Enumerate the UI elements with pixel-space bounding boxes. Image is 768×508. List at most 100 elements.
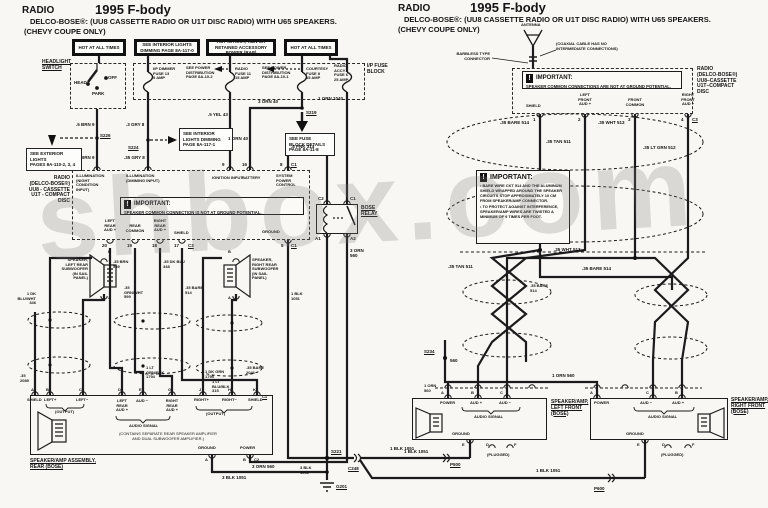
amp-rightplus-label: RIGHT+ <box>194 397 209 402</box>
wire-label: .35 LT GRN 512 <box>643 145 676 150</box>
note-bullet-2: • TO PROTECT AGAINST INTERFERENCE, SPEAK… <box>480 204 559 220</box>
radio-out-fcommon: FRONT COMMON <box>625 97 645 107</box>
ref-interior-lights: SEE INTERIOR LIGHTS DIMMING PAGE 8A-117-… <box>179 128 233 151</box>
wire-label: .35 DK BLU 348 <box>163 259 185 269</box>
splice-s224: S224 <box>128 145 139 150</box>
amp-shield2-label: SHIELD <box>248 397 263 402</box>
headlight-switch-label: HEADLIGHT SWITCH <box>42 59 72 71</box>
bose-relay-box <box>316 204 358 234</box>
see-power-dist-2: SEE POWER DISTRIBUTION PAGE 8A-10-1 <box>262 65 291 80</box>
wire-label: .35 WHT 513 <box>598 120 625 125</box>
wire-label: 1 LT BLU/BLK 315 <box>212 379 230 394</box>
wire-label: 3 ORN 560 <box>350 248 364 259</box>
amp-audminus-label: AUD − <box>136 398 149 403</box>
important-box-left: !IMPORTANT: SPEAKER COMMON CONNECTION IS… <box>120 197 304 215</box>
amp-rf-pin-f: F <box>692 442 695 447</box>
connector-icons <box>353 453 616 483</box>
amp-audio-signal-label: AUDIO SIGNAL <box>129 423 159 428</box>
conn-p500: P500 <box>450 462 461 467</box>
radio-out-lr: LEFT REAR AUD + <box>103 218 117 233</box>
amp-lf-power: POWER <box>440 400 456 405</box>
radio-out-rf: RIGHT FRONT AUD + <box>681 92 695 107</box>
wire-label: 560 <box>450 358 458 363</box>
splice-dots <box>48 106 637 474</box>
conn-c1: C1 <box>291 162 297 167</box>
radio-in-syspower: SYSTEM POWER CONTROL <box>276 173 296 188</box>
wire-label: 1 BLK 1051 <box>404 449 429 454</box>
wire-label: .35 GRN/WHT 599 <box>124 285 144 300</box>
amp-pin-j: J <box>199 387 202 392</box>
wire-label: 1 ORN 1040 <box>318 96 344 101</box>
splice-arrows <box>48 66 308 146</box>
banner-hot2: HOT AT ALL TIMES <box>284 39 338 56</box>
radio-name-right: RADIO (DELCO-BOSE®) UU8–CASSETTE U1T–COM… <box>697 66 738 95</box>
relay-pin-c2: C2 <box>318 196 324 201</box>
amp-lf-audplus: AUD + <box>470 400 483 405</box>
amp-contains-note: (CONTAINS SEPARATE REAR SPEAKER AMPLIFIE… <box>119 431 217 441</box>
radio-out-lf: LEFT FRONT AUD + <box>578 92 592 107</box>
wire-label: .35 BARE 514 <box>185 285 204 295</box>
important-title: IMPORTANT: <box>536 75 573 82</box>
pin-19: 19 <box>127 243 133 248</box>
wire-label: 1 DK GRN 1795 <box>205 369 225 379</box>
wire-label: 1 BLK 1051 <box>536 468 561 473</box>
radio-out-shield: SHIELD <box>174 230 189 235</box>
speaker-lr-label: SPEAKER, LEFT REAR SUBWOOFER (IN SAIL PA… <box>61 257 88 281</box>
pin-2: 2 <box>578 117 581 122</box>
bose-relay-label: BOSE RELAY <box>361 205 378 217</box>
amp-conn-c2: C2 <box>254 457 260 462</box>
pin-9: 9 <box>222 162 225 167</box>
page-title-right: RADIO <box>398 3 431 14</box>
amp-pin-a: A <box>31 387 34 392</box>
ground-icon <box>320 482 334 492</box>
pin-4: 4 <box>681 117 684 122</box>
wire-label: 3 ORN 40 <box>258 99 279 104</box>
amp-ground-label: GROUND <box>198 445 216 450</box>
coax-note: (COAXIAL CABLE HAS NO INTERMEDIATE CONNE… <box>556 41 618 51</box>
amp-lf-pin-e: E <box>462 442 465 447</box>
radio-in-illum-night: ILLUMINATION (NIGHT CONDITION INPUT) <box>76 173 105 192</box>
amp-leftplus-label: LEFT+ <box>44 397 57 402</box>
speaker-icons <box>37 253 725 452</box>
radio-in-ground: GROUND <box>262 229 280 234</box>
wire-label: .35 TAN 511 <box>546 139 571 144</box>
pin-5: 5 <box>281 243 284 248</box>
pin-20: 20 <box>102 243 108 248</box>
splice-s221: S221 <box>331 449 342 454</box>
amp-rf-power: POWER <box>594 400 610 405</box>
amp-lf-audminus: AUD − <box>499 400 512 405</box>
wire-label: .35 BRN 589 <box>113 259 129 269</box>
important-box-right-note: !IMPORTANT: • BARE WIRE CKT 514 AND THE … <box>476 170 570 244</box>
pin-3: 3 <box>628 117 631 122</box>
wire-label: 1 ORN 560 <box>424 383 437 393</box>
amp-rf-ground: GROUND <box>626 431 644 436</box>
conn-c3-right: C3 <box>692 117 698 122</box>
wire-label: 1 LT GRN/BLK 1794 <box>146 365 165 380</box>
page-subtitle2-left: (CHEVY COUPE ONLY) <box>24 27 106 36</box>
amp-pin-g: G <box>168 387 172 392</box>
amp-conn-c1: C1 <box>262 394 268 399</box>
amp-pin-gnd: A <box>205 457 208 462</box>
fuse-radio-label: RADIO FUSE 11 15 AMP <box>235 66 252 81</box>
amp-rf-pin-c: C <box>646 390 649 395</box>
important-title: IMPORTANT: <box>490 173 533 181</box>
amp-lf-pin-d: D <box>486 442 489 447</box>
switch-pos-head: HEAD <box>74 80 87 85</box>
wire-label: .8 PNK 314 <box>291 144 315 149</box>
wire-label: .35 2089 <box>20 373 29 383</box>
warning-icon: ! <box>480 173 487 182</box>
amp-pin-c: C <box>79 387 82 392</box>
amp-rf-audio: AUDIO SIGNAL <box>648 414 678 419</box>
amp-rf-pin-a: A <box>590 390 593 395</box>
ground-g201: G201 <box>336 484 348 489</box>
amp-pin-b: B <box>46 387 49 392</box>
wire-label: .35 BARE 2046 <box>246 365 265 375</box>
see-power-dist-1: SEE POWER DISTRIBUTION PAGE 8A-10-2 <box>186 65 215 80</box>
radio-in-ignition: IGNITION INPUT <box>212 175 243 180</box>
warning-icon: ! <box>124 200 131 209</box>
note-bullet-1: • BARE WIRE CKT 514 AND THE ALUMINUM SHI… <box>480 183 562 204</box>
radio-box-right <box>512 68 693 114</box>
important-text: SPEAKER COMMON CONNECTION IS NOT AT GROU… <box>124 210 262 215</box>
amp-lraud-label: LEFT REAR AUD + <box>115 398 129 413</box>
